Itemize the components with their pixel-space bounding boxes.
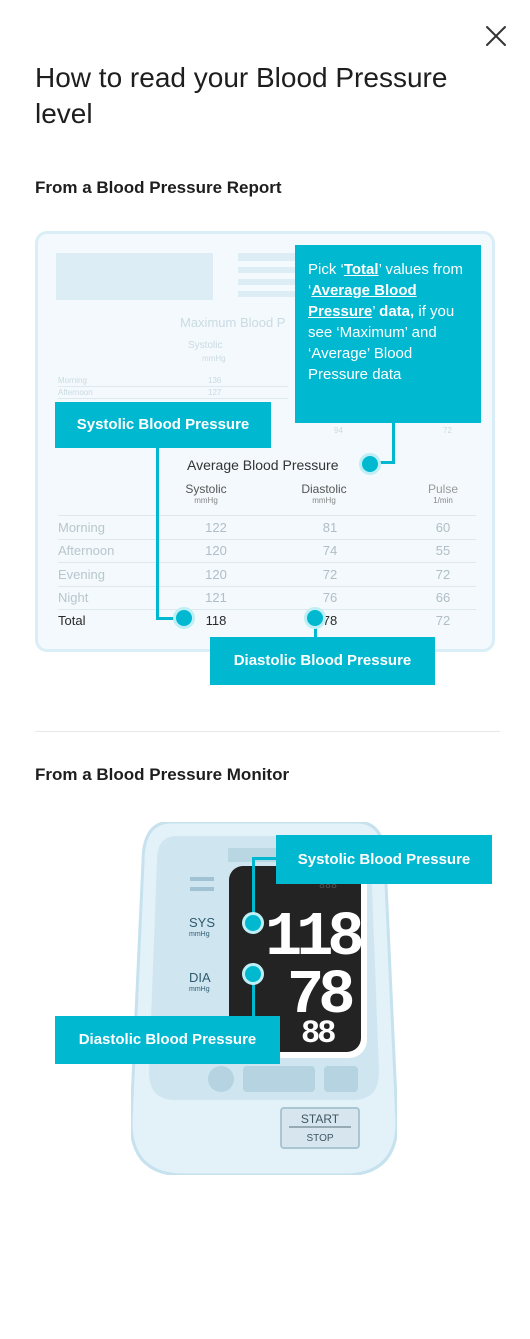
row-divider — [58, 562, 476, 563]
cell-systolic: 120 — [205, 567, 227, 582]
start-stop-button — [280, 1107, 360, 1149]
monitor-diastolic-callout: Diastolic Blood Pressure — [55, 1016, 280, 1064]
faded-divider — [58, 386, 288, 387]
connector-line — [156, 617, 182, 620]
cell-diastolic: 72 — [322, 567, 338, 582]
table-title: Average Blood Pressure — [187, 457, 339, 473]
cell-systolic: 120 — [205, 543, 227, 558]
faded-value: 94 — [334, 426, 343, 435]
menu-lines-icon — [190, 877, 214, 881]
monitor-round-button — [208, 1066, 234, 1092]
start-label: START — [301, 1112, 340, 1126]
faded-value: 127 — [208, 388, 222, 397]
report-logo-placeholder — [56, 253, 213, 300]
row-divider — [58, 539, 476, 540]
faded-row-morning: Morning — [58, 376, 87, 385]
cell-diastolic-total: 78 — [322, 613, 338, 628]
faded-max-title: Maximum Blood P — [180, 315, 286, 330]
connector-line — [252, 976, 255, 1018]
cell-systolic-total: 118 — [205, 613, 227, 628]
faded-divider — [58, 398, 288, 399]
monitor-diastolic-dot — [242, 963, 264, 985]
faded-value: 72 — [443, 426, 452, 435]
row-divider — [58, 609, 476, 610]
cell-diastolic: 74 — [322, 543, 338, 558]
monitor-systolic-callout: Systolic Blood Pressure — [276, 835, 492, 884]
report-section-heading: From a Blood Pressure Report — [35, 178, 282, 197]
bp-monitor-illustration: 888 SYS mmHg DIA mmHg 118 78 88 START ST… — [131, 822, 397, 1175]
faded-row-afternoon: Afternoon — [58, 388, 93, 397]
faded-unit: mmHg — [202, 354, 226, 363]
row-divider — [58, 515, 476, 516]
row-label-morning: Morning — [58, 520, 105, 535]
monitor-section-heading: From a Blood Pressure Monitor — [35, 765, 290, 784]
connector-line — [252, 857, 255, 925]
connector-line — [392, 421, 395, 463]
section-divider — [35, 731, 500, 732]
connector-line — [156, 448, 159, 620]
dia-unit: mmHg — [189, 986, 210, 993]
diastolic-callout: Diastolic Blood Pressure — [210, 637, 435, 685]
row-divider — [58, 586, 476, 587]
cell-pulse: 66 — [435, 590, 451, 605]
monitor-display — [229, 866, 361, 1052]
report-header-line — [238, 279, 298, 285]
report-header-line — [238, 267, 298, 273]
connector-line — [374, 461, 395, 464]
close-icon — [486, 26, 506, 46]
monitor-wide-button — [243, 1066, 315, 1092]
systolic-marker-dot — [173, 607, 195, 629]
cell-pulse: 72 — [435, 567, 451, 582]
cell-pulse-total: 72 — [435, 613, 451, 628]
row-label-afternoon: Afternoon — [58, 543, 115, 558]
row-label-evening: Evening — [58, 567, 105, 582]
cell-systolic: 122 — [205, 520, 227, 535]
sys-label: SYS — [189, 915, 215, 930]
display-pulse-value: 88 — [301, 1015, 335, 1052]
diastolic-marker-dot — [304, 607, 326, 629]
cell-diastolic: 81 — [322, 520, 338, 535]
cell-pulse: 55 — [435, 543, 451, 558]
display-diastolic-value: 78 — [287, 960, 352, 1031]
page-title: How to read your Blood Pressure level — [35, 62, 448, 129]
monitor-small-button — [324, 1066, 358, 1092]
cell-systolic: 121 — [205, 590, 227, 605]
cell-diastolic: 76 — [322, 590, 338, 605]
stop-label: STOP — [306, 1133, 333, 1144]
report-header-line — [238, 253, 298, 261]
display-systolic-value: 118 — [265, 902, 361, 973]
connector-line — [252, 857, 278, 860]
cell-pulse: 60 — [435, 520, 451, 535]
monitor-systolic-dot — [242, 912, 264, 934]
display-mini-digits: 888 — [319, 881, 337, 892]
faded-systolic-header: Systolic — [188, 340, 223, 351]
tip-callout: Pick ‘Total’ values from ‘Average Blood … — [295, 245, 481, 423]
average-marker-dot — [359, 453, 381, 475]
report-header-line — [238, 291, 298, 297]
dia-label: DIA — [189, 970, 211, 985]
sys-unit: mmHg — [189, 931, 210, 938]
close-button[interactable] — [478, 18, 514, 54]
row-label-night: Night — [58, 590, 89, 605]
systolic-callout: Systolic Blood Pressure — [55, 402, 271, 448]
row-label-total: Total — [58, 613, 86, 628]
faded-value: 136 — [208, 376, 222, 385]
